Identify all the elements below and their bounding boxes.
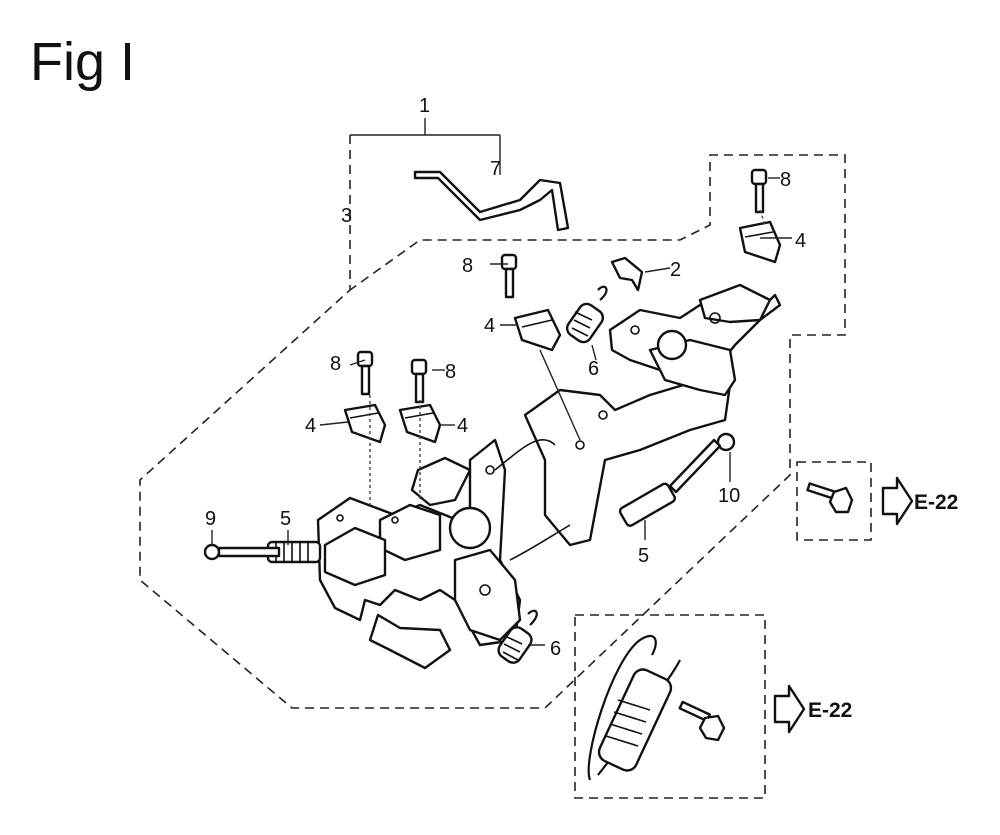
hole <box>630 325 640 335</box>
adjust-screw-right <box>668 432 736 494</box>
callout-5-right: 5 <box>638 545 649 567</box>
reference-spring <box>587 634 681 781</box>
callout-8-upper: 8 <box>462 255 473 277</box>
callout-4-center: 4 <box>457 415 468 437</box>
callout-4-left: 4 <box>305 415 316 437</box>
callout-1: 1 <box>419 95 430 117</box>
reference-bolt <box>806 482 854 514</box>
left-block <box>323 526 387 587</box>
hole <box>336 514 344 522</box>
cable-clamp <box>343 403 387 444</box>
reference-upper: E-22 <box>914 491 958 514</box>
hole <box>709 312 721 324</box>
arrow-icon <box>881 476 914 526</box>
hole <box>575 440 585 450</box>
cable-clamp <box>513 308 562 352</box>
wire-clip <box>610 256 644 292</box>
callout-4-upper: 4 <box>484 315 495 337</box>
hole <box>598 410 608 420</box>
assembly-outline <box>139 135 846 709</box>
adjust-screw-left <box>203 543 281 561</box>
clamp-bolt <box>410 358 428 404</box>
callout-10: 10 <box>718 485 740 507</box>
right-pivot <box>656 329 688 361</box>
callout-6-upper: 6 <box>588 358 599 380</box>
callout-9: 9 <box>205 508 216 530</box>
cable-clamp <box>398 403 442 444</box>
lower-tab <box>368 613 452 670</box>
callout-8-center: 8 <box>445 361 456 383</box>
return-spring-lower <box>497 609 538 664</box>
clamp-bolt <box>356 350 374 396</box>
clamp-bolt <box>750 168 768 214</box>
hole <box>391 516 399 524</box>
callout-3: 3 <box>341 205 352 227</box>
link-cable <box>494 439 571 561</box>
reference-box-bolt <box>796 461 872 541</box>
callout-5-left: 5 <box>280 508 291 530</box>
pivot-boss <box>448 506 492 550</box>
callout-8-right: 8 <box>780 169 791 191</box>
reference-box-spring <box>574 614 766 799</box>
cable-clamp <box>738 220 782 264</box>
figure-title: Fig I <box>30 32 135 92</box>
arrow-icon <box>773 684 806 734</box>
choke-arm <box>410 456 472 507</box>
callout-2: 2 <box>670 259 681 281</box>
control-rod <box>413 170 570 232</box>
screw-spring-right <box>618 482 676 527</box>
callout-7: 7 <box>490 158 501 180</box>
hole <box>485 465 495 475</box>
callout-4-right: 4 <box>795 230 806 252</box>
right-bracket <box>523 378 732 547</box>
bracket-1 <box>350 118 501 175</box>
leader-lines <box>211 177 792 646</box>
callout-6-lower: 6 <box>550 638 561 660</box>
callout-8-left: 8 <box>330 353 341 375</box>
hole <box>479 584 491 596</box>
reference-bolt-lower <box>678 700 726 742</box>
reference-lower: E-22 <box>808 699 852 722</box>
upper-right-lever <box>698 283 772 324</box>
clamp-bolt <box>500 253 518 299</box>
return-spring-upper <box>565 285 608 344</box>
